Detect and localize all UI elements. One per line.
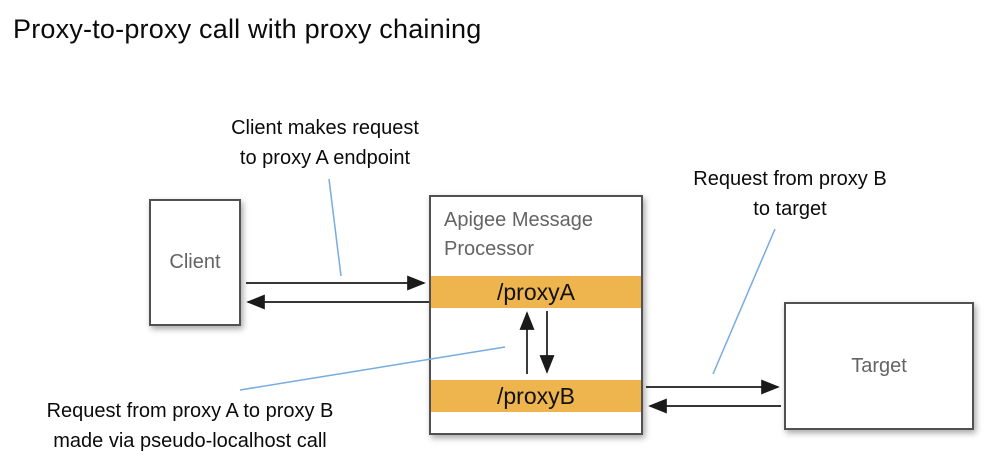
annotation-line: Request from proxy B	[693, 168, 887, 190]
proxy-a-label: /proxyA	[497, 278, 575, 305]
proxy-b-label: /proxyB	[497, 382, 575, 409]
annotation-line: Client makes request	[231, 117, 419, 139]
message-processor-label: Apigee Message Processor	[444, 209, 593, 260]
annotation-line: Request from proxy A to proxy B	[46, 400, 334, 422]
annotation-line: made via pseudo-localhost call	[53, 430, 327, 452]
client-label: Client	[169, 251, 221, 273]
annotation-client-request: Client makes request to proxy A endpoint	[175, 113, 475, 173]
annotation-line: to proxy A endpoint	[239, 147, 411, 169]
callout-line-client-request	[328, 178, 342, 277]
annotation-line: to target	[753, 198, 827, 220]
message-processor-box: Apigee Message Processor /proxyA /proxyB	[429, 195, 643, 435]
client-box: Client	[149, 199, 241, 326]
proxy-a-endpoint-band: /proxyA	[431, 276, 641, 308]
annotation-proxy-b-to-target: Request from proxy B to target	[640, 164, 940, 224]
proxy-b-endpoint-band: /proxyB	[431, 380, 641, 412]
target-label: Target	[851, 354, 907, 377]
callout-line-proxy-b-target	[712, 228, 776, 375]
annotation-proxy-a-to-proxy-b: Request from proxy A to proxy B made via…	[10, 396, 370, 456]
page-title: Proxy-to-proxy call with proxy chaining	[13, 14, 482, 44]
target-box: Target	[784, 302, 974, 430]
